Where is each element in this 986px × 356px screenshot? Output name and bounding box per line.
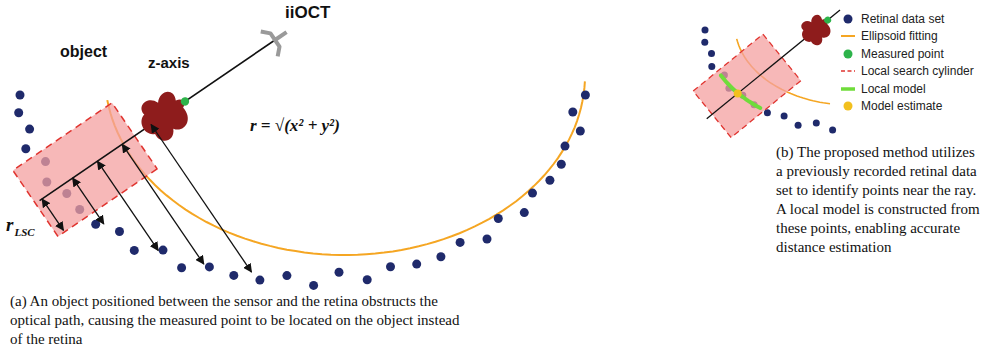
- retina-point: [229, 271, 238, 280]
- retina-point: [702, 27, 709, 34]
- retina-point: [581, 91, 590, 100]
- retina-point: [115, 227, 124, 236]
- sensor-icon: [261, 20, 295, 57]
- radius-symbol: r: [6, 214, 13, 236]
- retina-point: [25, 125, 34, 134]
- retina-point: [363, 275, 372, 284]
- object-shape: [132, 84, 197, 148]
- retina-point: [436, 252, 445, 261]
- legend-swatch: [840, 100, 856, 112]
- retina-point: [708, 50, 715, 57]
- retina-point: [576, 127, 585, 136]
- retina-point: [568, 108, 577, 117]
- legend-row: Retinal data set: [840, 10, 974, 28]
- measured-point: [179, 96, 191, 108]
- radius-subscript: LSC: [14, 226, 34, 238]
- distance-arrows: [73, 125, 252, 273]
- legend-text: Local search cylinder: [861, 64, 974, 78]
- legend-row: Ellipsoid fitting: [840, 28, 974, 46]
- retina-point: [520, 208, 529, 217]
- retina-point: [561, 142, 570, 151]
- radius-arrow: [42, 199, 63, 230]
- legend: Retinal data setEllipsoid fittingMeasure…: [840, 10, 974, 115]
- retina-point: [255, 276, 264, 285]
- retina-point: [494, 214, 503, 223]
- retina-point: [177, 263, 186, 272]
- ray: [40, 40, 275, 201]
- measured-point: [823, 15, 833, 25]
- model-estimate: [734, 89, 742, 97]
- retina-point: [21, 144, 30, 153]
- legend-sample: [840, 30, 856, 42]
- legend-swatch: [840, 13, 856, 25]
- retina-point: [456, 238, 465, 247]
- legend-text: Local model: [861, 82, 926, 96]
- retina-point: [764, 109, 771, 116]
- distance-arrow: [122, 144, 204, 264]
- swatch-dot: [844, 102, 853, 111]
- legend-text: Ellipsoid fitting: [861, 29, 938, 43]
- ellipsoid-fit: [107, 81, 585, 255]
- legend-text: Model estimate: [861, 99, 942, 113]
- retina-point: [386, 262, 395, 271]
- legend-row: Local model: [840, 80, 974, 98]
- swatch-line: [841, 87, 855, 91]
- retina-point: [545, 176, 554, 185]
- swatch-dot: [844, 14, 853, 23]
- retina-point: [708, 63, 715, 70]
- axis-label: z-axis: [148, 54, 190, 71]
- ray-scene-b: [688, 0, 859, 142]
- retina-point: [813, 119, 820, 126]
- retina-point: [91, 220, 100, 229]
- legend-text: Measured point: [861, 47, 944, 61]
- local-model-group: [721, 75, 760, 108]
- legend-swatch: [840, 48, 856, 60]
- swatch-dot: [844, 49, 853, 58]
- caption-a: (a) An object positioned between the sen…: [10, 292, 460, 349]
- distance-arrow: [97, 161, 158, 250]
- ray: [707, 10, 840, 119]
- retina-point: [159, 246, 168, 255]
- legend-text: Retinal data set: [861, 12, 944, 26]
- retina-point: [16, 91, 25, 100]
- retina-point: [829, 127, 836, 134]
- object-shape: [795, 10, 836, 51]
- retina-point: [795, 122, 802, 129]
- object-label: object: [60, 43, 107, 61]
- retina-point: [205, 262, 214, 271]
- local-model: [721, 75, 760, 108]
- legend-row: Measured point: [840, 45, 974, 63]
- retina-point: [130, 246, 139, 255]
- swatch-line: [841, 70, 855, 72]
- distance-arrow: [151, 125, 251, 273]
- retina-point: [14, 108, 23, 117]
- caption-b: (b) The proposed method utilizes a previ…: [776, 143, 982, 257]
- retina-point: [781, 112, 788, 119]
- retina-point: [557, 160, 566, 169]
- formula-label: r = √(x² + y²): [250, 116, 340, 136]
- retina-point: [282, 271, 291, 280]
- retina-point: [528, 189, 537, 198]
- retina-point: [701, 39, 708, 46]
- legend-row: Local search cylinder: [840, 63, 974, 81]
- retina-point: [335, 268, 344, 277]
- legend-sample: [840, 65, 856, 77]
- distance-arrow: [73, 178, 104, 224]
- sensor-label: iiOCT: [285, 3, 330, 23]
- legend-sample: [840, 83, 856, 95]
- retina-point: [412, 260, 421, 269]
- legend-row: Model estimate: [840, 98, 974, 116]
- retina-point: [483, 235, 492, 244]
- retina-point: [309, 281, 318, 290]
- swatch-line: [841, 35, 855, 37]
